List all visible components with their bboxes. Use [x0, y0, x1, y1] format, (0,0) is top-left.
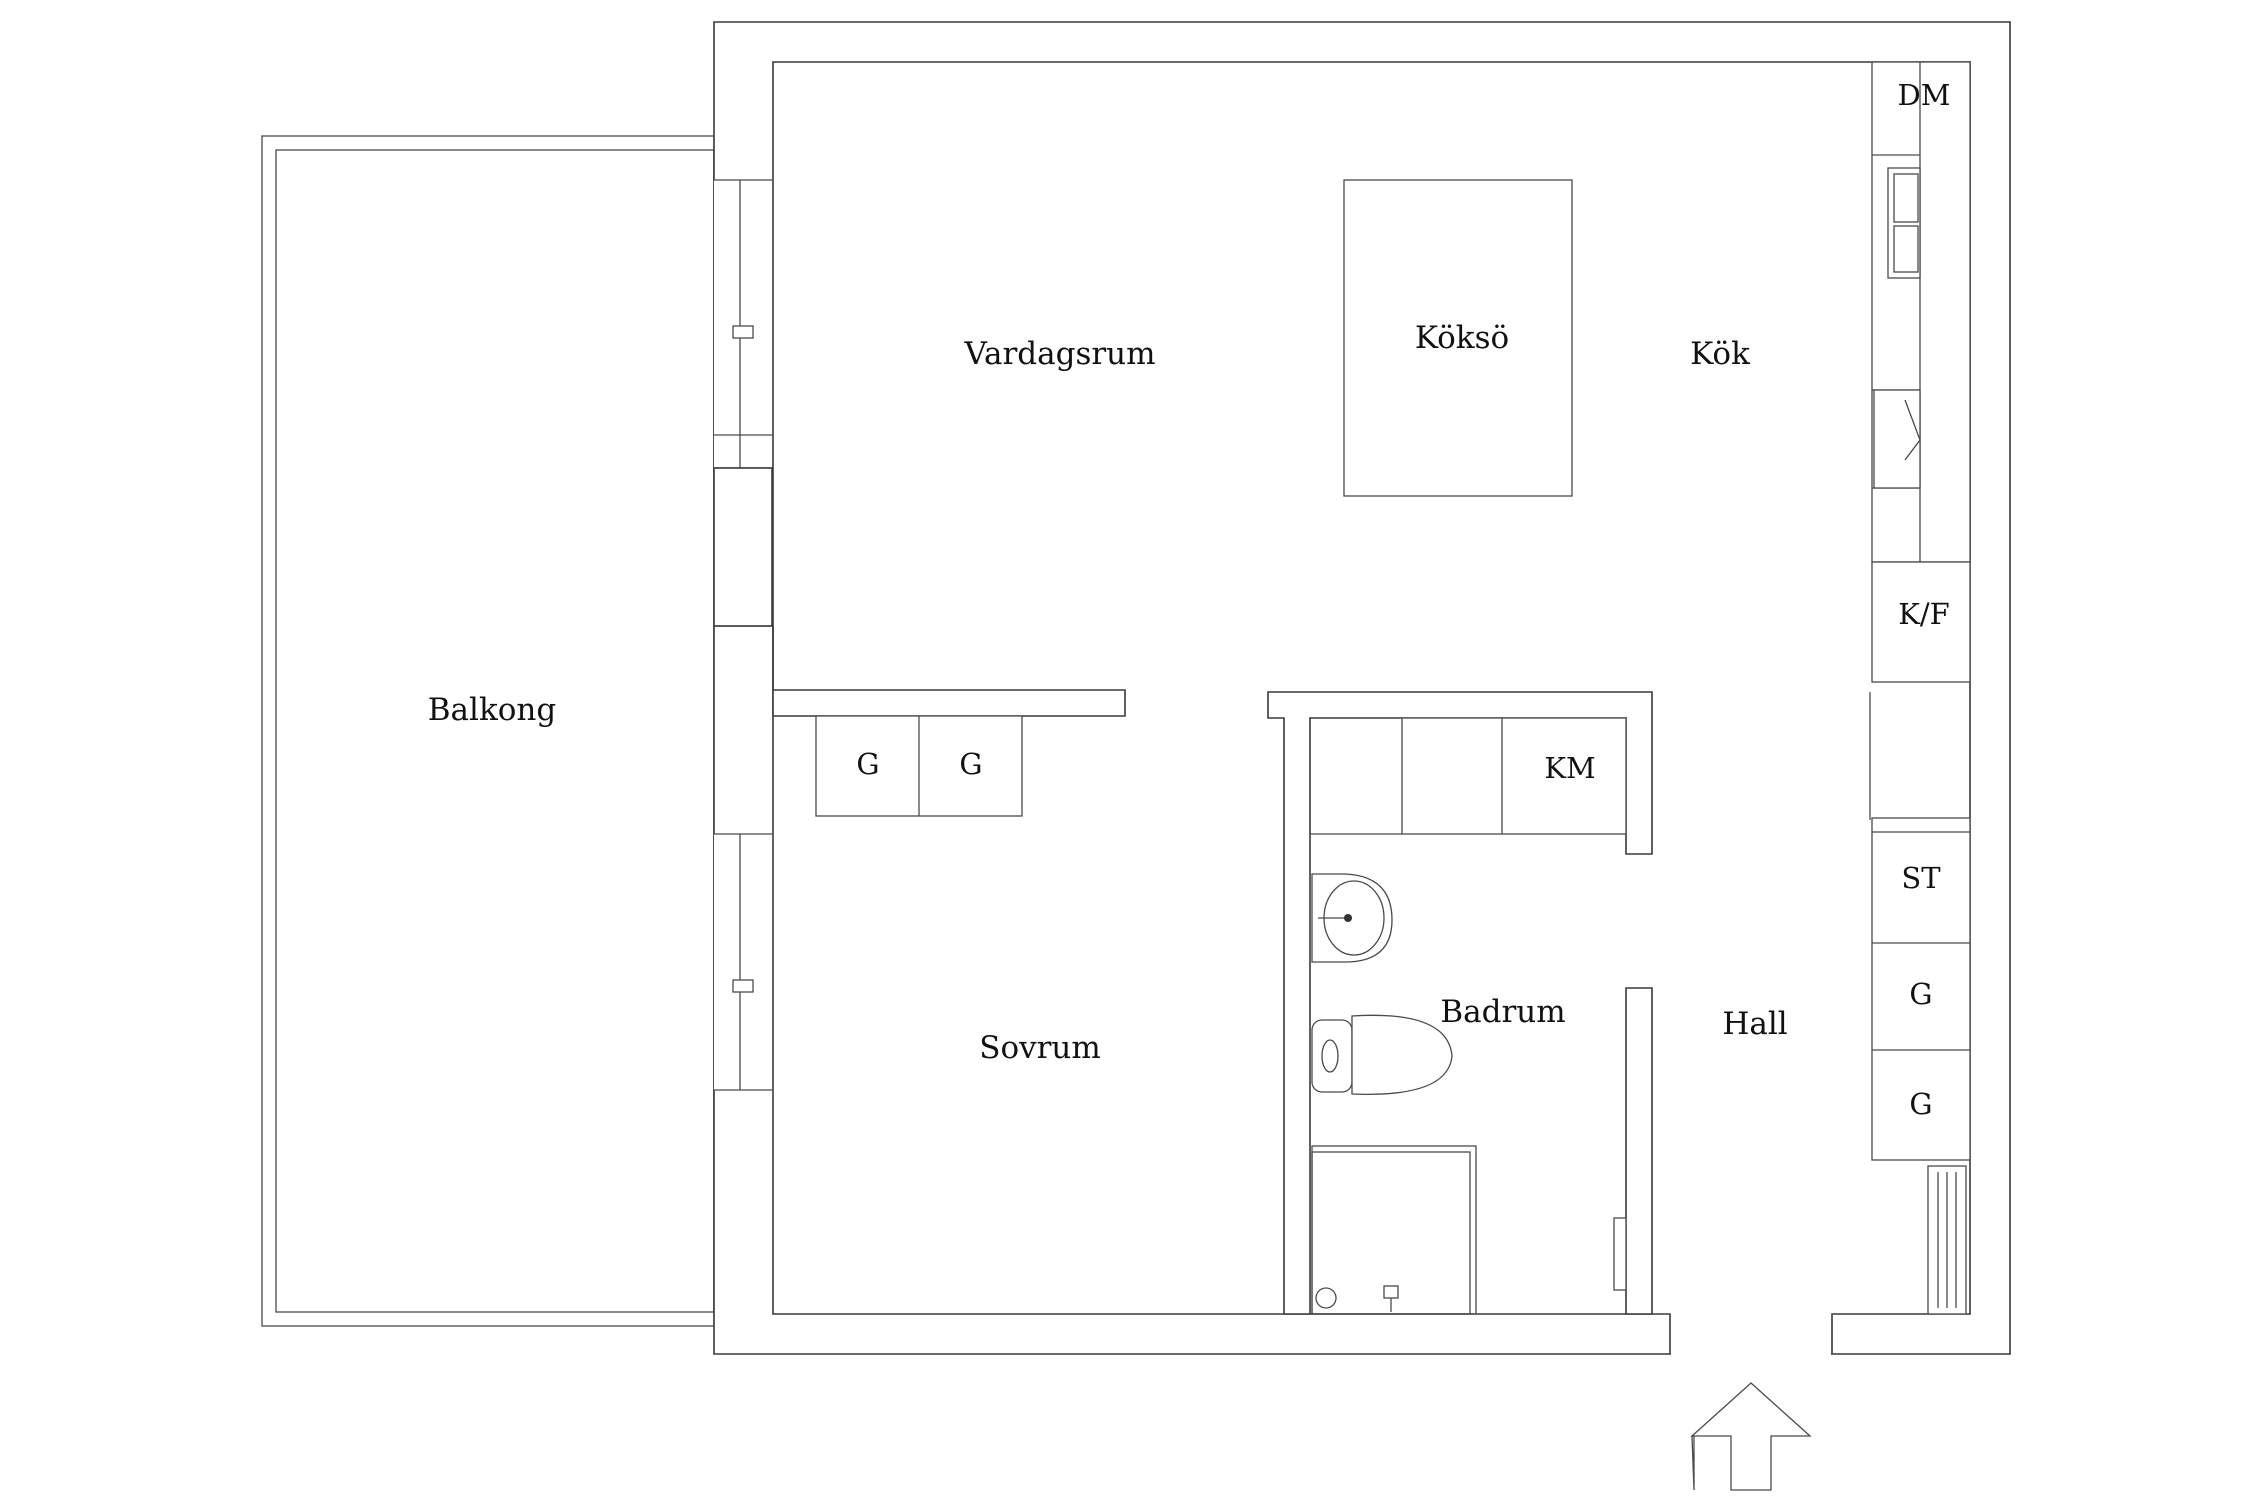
fixture-label-km: KM	[1544, 751, 1595, 785]
room-label-vardagsrum: Vardagsrum	[963, 336, 1155, 372]
fixture-label-kf: K/F	[1898, 597, 1950, 631]
hall-storage	[1871, 817, 1971, 1161]
washing-machine-cabinet	[1401, 717, 1627, 835]
stove	[1873, 389, 1921, 489]
bedroom-wardrobes	[815, 715, 1023, 817]
bathroom-heater	[1613, 1217, 1627, 1291]
room-label-kokso: Köksö	[1415, 320, 1509, 356]
fixture-label-g-bedroom-2: G	[959, 747, 982, 781]
room-label-hall: Hall	[1722, 1006, 1787, 1042]
fixture-label-dm: DM	[1898, 78, 1951, 112]
entrance-arrow-shape	[1690, 1382, 1812, 1491]
sink	[1887, 167, 1921, 279]
interior-walls	[772, 626, 1871, 1315]
entrance-arrow	[1691, 1435, 1695, 1491]
room-label-kok: Kök	[1690, 336, 1750, 372]
fixture-label-g-bedroom-1: G	[856, 747, 879, 781]
entrance-door	[1669, 1314, 1833, 1354]
fixture-label-g-hall-1: G	[1909, 977, 1932, 1011]
room-label-badrum: Badrum	[1440, 994, 1565, 1030]
fixture-label-g-hall-2: G	[1909, 1087, 1932, 1121]
fixture-label-st: ST	[1901, 861, 1941, 895]
kitchen-island	[1343, 179, 1573, 497]
room-label-sovrum: Sovrum	[979, 1030, 1101, 1066]
radiator	[1927, 1165, 1967, 1315]
shower	[1311, 1145, 1477, 1315]
toilet	[1311, 1014, 1453, 1095]
washbasin	[1311, 873, 1393, 963]
balcony	[261, 135, 715, 1327]
room-label-balkong: Balkong	[428, 692, 556, 728]
fridge-freezer	[1871, 561, 1971, 683]
